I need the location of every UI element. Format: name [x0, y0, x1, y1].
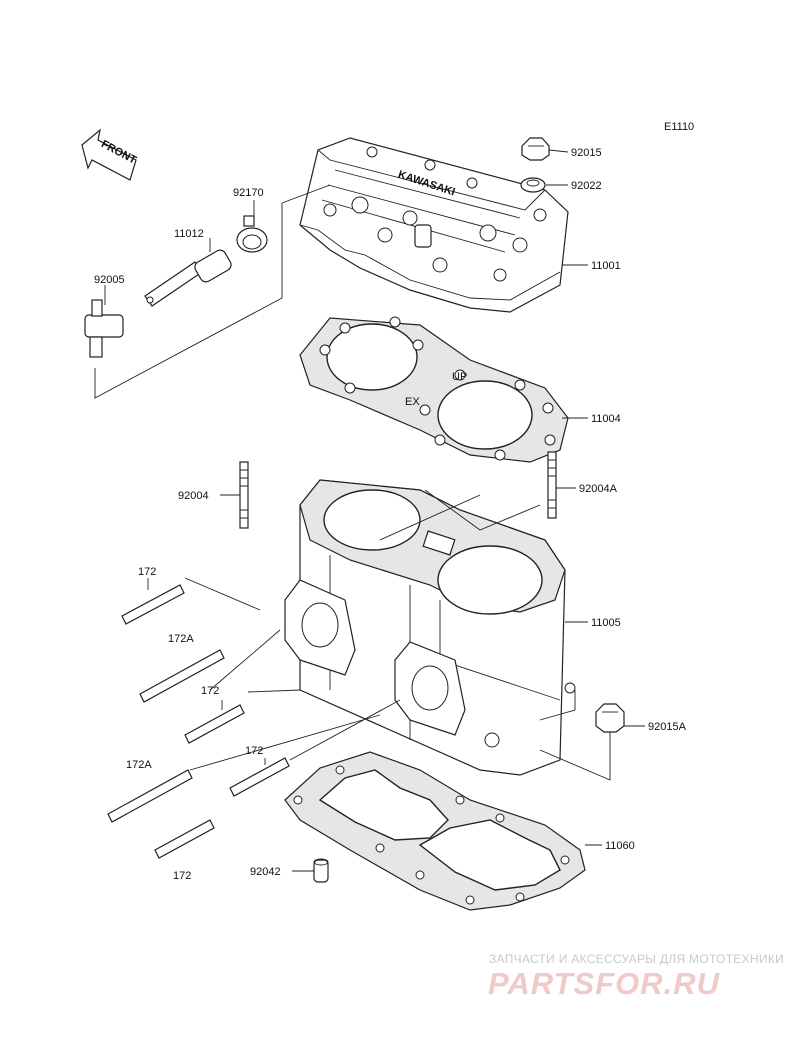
stud-172-b — [184, 704, 245, 744]
cap-nut-92015A — [595, 703, 625, 733]
stud-172A-b — [107, 769, 193, 823]
callout-92015: 92015 — [571, 147, 602, 159]
front-arrow-icon: FRONT — [81, 128, 138, 181]
callout-92170: 92170 — [233, 187, 264, 199]
stud-92004 — [239, 461, 249, 529]
watermark-logo: PARTSFOR.RU — [488, 966, 721, 1001]
callout-11001: 11001 — [591, 260, 621, 272]
stud-172-d — [154, 819, 215, 859]
fitting-11012 — [144, 249, 232, 307]
gasket-up-mark: UP — [452, 371, 467, 383]
stud-172-c — [229, 757, 290, 797]
callout-172-b: 172 — [201, 685, 219, 697]
cylinder-head-11001: KAWASAKI — [299, 137, 569, 313]
fitting-92005 — [84, 299, 124, 358]
hose-clamp-92170 — [236, 215, 268, 253]
callout-92022: 92022 — [571, 180, 602, 192]
washer-92022 — [520, 177, 546, 193]
stud-172-a — [121, 584, 185, 625]
callout-92005: 92005 — [94, 274, 125, 286]
callout-172-d: 172 — [173, 870, 191, 882]
callout-11004: 11004 — [591, 413, 621, 425]
leader-lines — [104, 149, 645, 872]
callout-172-c: 172 — [245, 745, 263, 757]
callout-11005: 11005 — [591, 617, 621, 629]
callout-172A-a: 172A — [168, 633, 194, 645]
stud-92004A — [547, 451, 557, 519]
callout-172A-b: 172A — [126, 759, 152, 771]
callout-92042: 92042 — [250, 866, 281, 878]
gasket-ex-mark: EX — [405, 396, 420, 408]
callout-92004: 92004 — [178, 490, 209, 502]
cylinder-block-11005 — [284, 479, 576, 776]
watermark-title: ЗАПЧАСТИ И АКСЕССУАРЫ ДЛЯ МОТОТЕХНИКИ — [489, 952, 784, 966]
stud-172A-a — [139, 649, 225, 703]
base-gasket-11060 — [284, 751, 586, 911]
watermark: ЗАПЧАСТИ И АКСЕССУАРЫ ДЛЯ МОТОТЕХНИКИ PA… — [488, 952, 784, 1001]
diagram-code: E1110 — [664, 121, 694, 133]
dowel-pin-92042 — [313, 858, 329, 883]
cap-nut-92015 — [521, 137, 550, 161]
callout-172-a: 172 — [138, 566, 156, 578]
callout-92015A: 92015A — [648, 721, 687, 733]
callout-11012: 11012 — [174, 228, 204, 240]
head-gasket-11004: UP EX — [299, 316, 569, 463]
callout-92004A: 92004A — [579, 483, 618, 495]
callout-11060: 11060 — [605, 840, 635, 852]
callout-labels: 92015 92022 92170 11012 92005 11001 1100… — [94, 147, 687, 882]
